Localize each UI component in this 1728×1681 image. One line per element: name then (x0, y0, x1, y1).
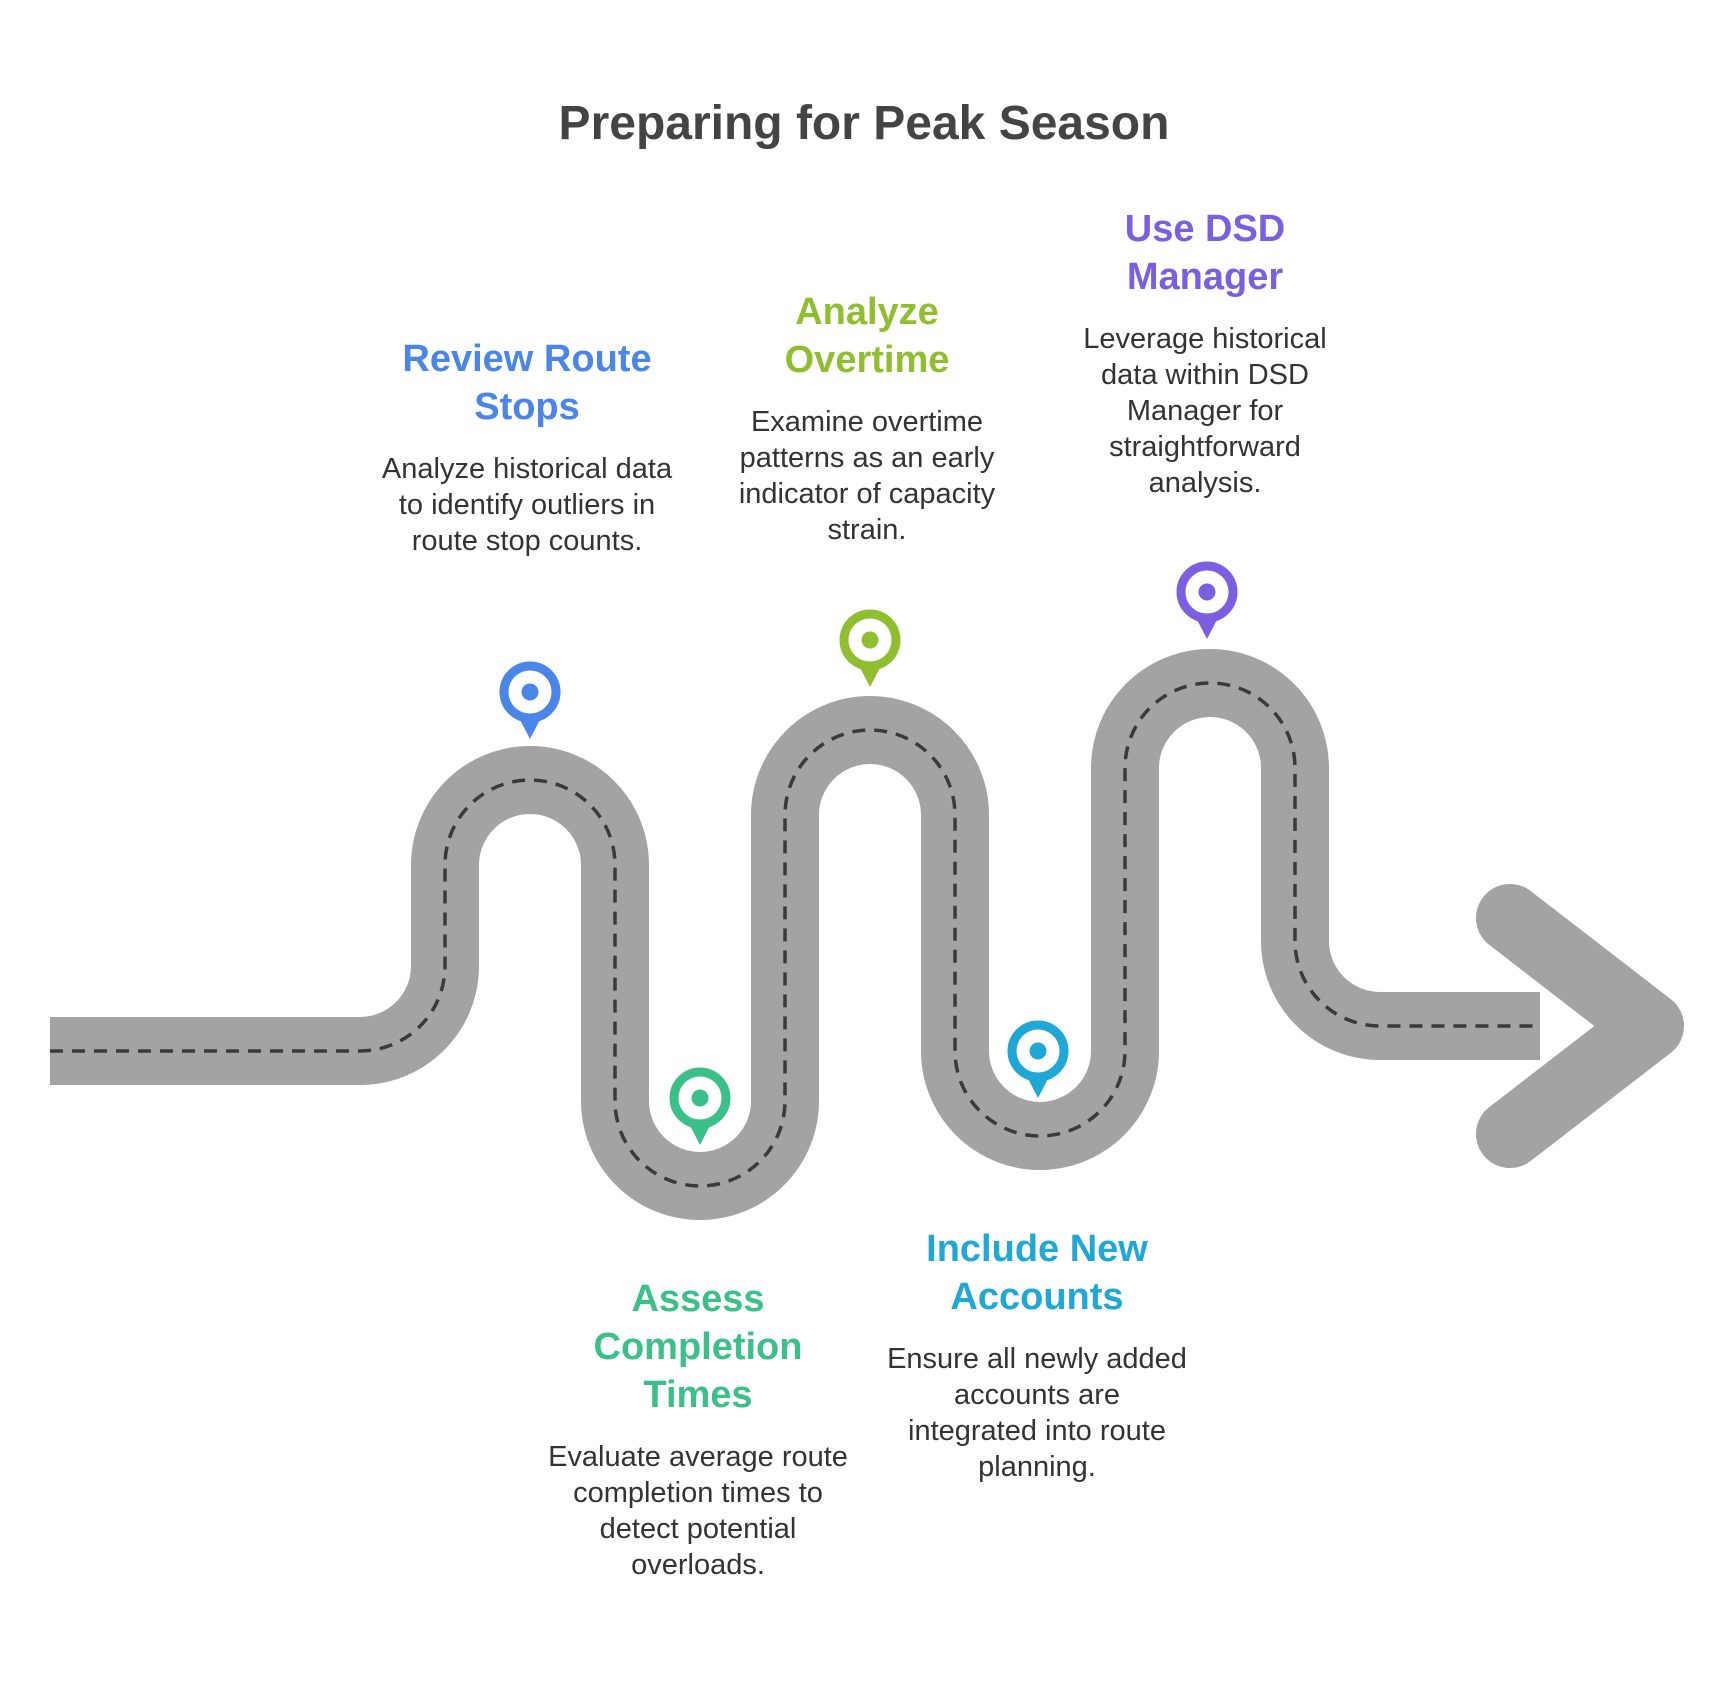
step-title-line: Analyze (795, 291, 939, 333)
road-arrow-head (1476, 884, 1684, 1168)
step-title-line: Review Route (402, 338, 652, 380)
step-title-line: Completion (593, 1326, 803, 1368)
step-description: Ensure all newly added accounts are inte… (887, 1343, 1187, 1483)
step-title: Use DSD Manager (1055, 205, 1355, 301)
step-title-line: Use DSD (1124, 208, 1286, 250)
map-pin-icon (499, 661, 561, 739)
step-title-line: Manager (1126, 256, 1284, 298)
step-title-line: Include New (926, 1228, 1148, 1270)
step-description: Evaluate average route completion times … (548, 1441, 848, 1581)
step-title: Assess Completion Times (548, 1275, 848, 1419)
step-assess-completion-times: Assess Completion Times Evaluate average… (548, 1275, 848, 1583)
step-title: Include New Accounts (887, 1225, 1187, 1321)
step-title-line: Stops (474, 386, 580, 428)
step-title: Review Route Stops (377, 335, 677, 431)
diagram-title: Preparing for Peak Season (558, 97, 1170, 150)
step-title-line: Accounts (950, 1276, 1124, 1318)
road (50, 649, 1540, 1220)
step-title: Analyze Overtime (717, 288, 1017, 384)
map-pin-icon (669, 1067, 731, 1145)
step-analyze-overtime: Analyze Overtime Examine overtime patter… (717, 288, 1017, 548)
step-description: Leverage historical data within DSD Mana… (1083, 323, 1327, 499)
map-pin-icon (1176, 561, 1238, 639)
road-center-line (50, 681, 1540, 1188)
step-title-line: Assess (631, 1278, 765, 1320)
step-title-line: Overtime (784, 339, 950, 381)
step-title-line: Times (643, 1374, 753, 1416)
step-include-new-accounts: Include New Accounts Ensure all newly ad… (887, 1225, 1187, 1485)
map-pin-icon (1007, 1020, 1069, 1098)
step-description: Analyze historical data to identify outl… (381, 453, 673, 557)
step-description: Examine overtime patterns as an early in… (738, 406, 996, 546)
map-pin-icon (839, 609, 901, 687)
step-review-route-stops: Review Route Stops Analyze historical da… (377, 335, 677, 559)
step-use-dsd-manager: Use DSD Manager Leverage historical data… (1055, 205, 1355, 501)
